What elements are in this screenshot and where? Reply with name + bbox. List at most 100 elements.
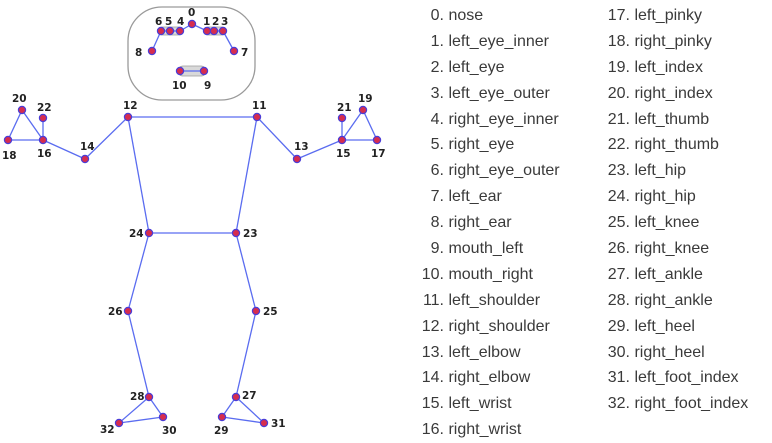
keypoint-left-foot-index — [259, 418, 269, 428]
legend-item-number: 0. — [430, 7, 444, 24]
legend-item-left-foot-index: 31. left_foot_index — [602, 365, 748, 391]
legend-item-name: mouth_right — [444, 265, 533, 283]
keypoint-nose — [187, 19, 197, 29]
legend-item-name: right_eye — [444, 136, 515, 154]
legend-item-right-index: 20. right_index — [602, 81, 748, 107]
legend-item-left-ankle: 27. left_ankle — [602, 262, 748, 288]
legend-item-number: 32. — [607, 395, 630, 413]
face-outline — [127, 6, 256, 101]
skeleton-connections — [7, 23, 378, 424]
connection-12-24 — [127, 116, 150, 234]
legend-item-number: 19. — [607, 58, 630, 76]
keypoint-mouth-right — [175, 66, 185, 76]
connection-23-25 — [235, 232, 257, 312]
legend-item-number: 31. — [607, 369, 630, 387]
keypoint-number-4: 4 — [177, 16, 184, 28]
legend-item-number: 15. — [421, 395, 444, 413]
legend-item-mouth-left: 9. mouth_left — [412, 236, 560, 262]
legend-item-right-thumb: 22. right_thumb — [602, 132, 748, 158]
legend-item-number: 8. — [430, 214, 444, 232]
legend-item-name: right_eye_outer — [444, 162, 560, 180]
connection-25-27 — [235, 310, 257, 398]
connection-11-23 — [235, 116, 258, 234]
keypoint-left-ankle — [231, 392, 241, 402]
keypoint-right-thumb — [38, 113, 48, 123]
legend-item-name: right_ankle — [630, 291, 713, 309]
keypoint-right-foot-index — [114, 418, 124, 428]
keypoint-right-eye — [165, 26, 175, 36]
legend-item-name: right_foot_index — [630, 395, 749, 413]
keypoint-left-knee — [251, 306, 261, 316]
keypoint-left-heel — [217, 412, 227, 422]
keypoint-number-21: 21 — [337, 102, 352, 114]
legend-item-name: right_index — [630, 84, 713, 102]
keypoint-left-pinky — [372, 135, 382, 145]
keypoint-right-heel — [158, 412, 168, 422]
keypoint-left-thumb — [337, 113, 347, 123]
legend-item-left-ear: 7. left_ear — [412, 184, 560, 210]
legend-item-number: 12. — [421, 317, 444, 335]
legend-item-number: 27. — [607, 265, 630, 283]
keypoint-number-10: 10 — [172, 80, 187, 92]
legend-item-name: right_elbow — [444, 369, 531, 387]
keypoint-number-32: 32 — [100, 424, 115, 436]
keypoint-right-shoulder — [123, 112, 133, 122]
legend-item-name: left_heel — [630, 317, 695, 335]
legend-item-name: left_wrist — [444, 395, 512, 413]
keypoint-number-7: 7 — [241, 47, 248, 59]
connection-18-20 — [7, 109, 23, 141]
keypoint-right-index — [17, 105, 27, 115]
legend-item-number: 25. — [607, 214, 630, 232]
legend-item-name: left_foot_index — [630, 369, 739, 387]
connection-30-32 — [118, 416, 164, 424]
keypoint-number-17: 17 — [371, 148, 386, 160]
keypoint-number-22: 22 — [37, 102, 52, 114]
legend-item-name: left_eye_outer — [444, 84, 550, 102]
legend-item-number: 22. — [607, 136, 630, 154]
legend-item-name: left_ankle — [630, 265, 703, 283]
connection-15-19 — [341, 109, 364, 141]
legend-item-name: left_pinky — [630, 7, 703, 24]
legend-item-number: 4. — [430, 110, 444, 128]
keypoint-number-31: 31 — [271, 418, 286, 430]
legend-item-right-eye: 5. right_eye — [412, 132, 560, 158]
keypoint-right-elbow — [80, 154, 90, 164]
keypoint-number-24: 24 — [129, 228, 144, 240]
legend-item-number: 9. — [430, 240, 444, 258]
keypoint-right-eye-inner — [175, 26, 185, 36]
keypoint-number-1: 1 — [203, 16, 210, 28]
legend-item-number: 16. — [421, 421, 444, 439]
keypoint-number-19: 19 — [358, 93, 373, 105]
legend-item-name: right_ear — [444, 214, 512, 232]
legend-item-number: 14. — [421, 369, 444, 387]
keypoint-number-18: 18 — [2, 150, 17, 162]
keypoint-number-0: 0 — [188, 7, 195, 19]
legend-item-right-hip: 24. right_hip — [602, 184, 748, 210]
legend-item-number: 1. — [430, 32, 444, 50]
keypoint-left-eye — [209, 26, 219, 36]
legend-item-name: left_hip — [630, 162, 687, 180]
connection-26-28 — [127, 310, 150, 398]
connection-17-19 — [362, 109, 378, 141]
legend-item-name: left_knee — [630, 214, 700, 232]
legend-item-left-knee: 25. left_knee — [602, 210, 748, 236]
legend-item-name: right_heel — [630, 343, 705, 361]
legend-item-number: 23. — [607, 162, 630, 180]
legend-item-number: 5. — [430, 136, 444, 154]
legend-item-mouth-right: 10. mouth_right — [412, 262, 560, 288]
keypoint-number-8: 8 — [135, 47, 142, 59]
legend-item-number: 13. — [421, 343, 444, 361]
legend-item-name: mouth_left — [444, 240, 524, 258]
keypoint-left-shoulder — [252, 112, 262, 122]
keypoint-number-2: 2 — [212, 16, 219, 28]
legend-item-right-ankle: 28. right_ankle — [602, 288, 748, 314]
legend-item-right-wrist: 16. right_wrist — [412, 417, 560, 443]
connection-24-26 — [127, 232, 150, 312]
keypoint-right-knee — [123, 306, 133, 316]
keypoint-left-eye-inner — [202, 26, 212, 36]
keypoint-number-16: 16 — [37, 148, 52, 160]
legend-item-number: 24. — [607, 188, 630, 206]
legend-item-number: 29. — [607, 317, 630, 335]
